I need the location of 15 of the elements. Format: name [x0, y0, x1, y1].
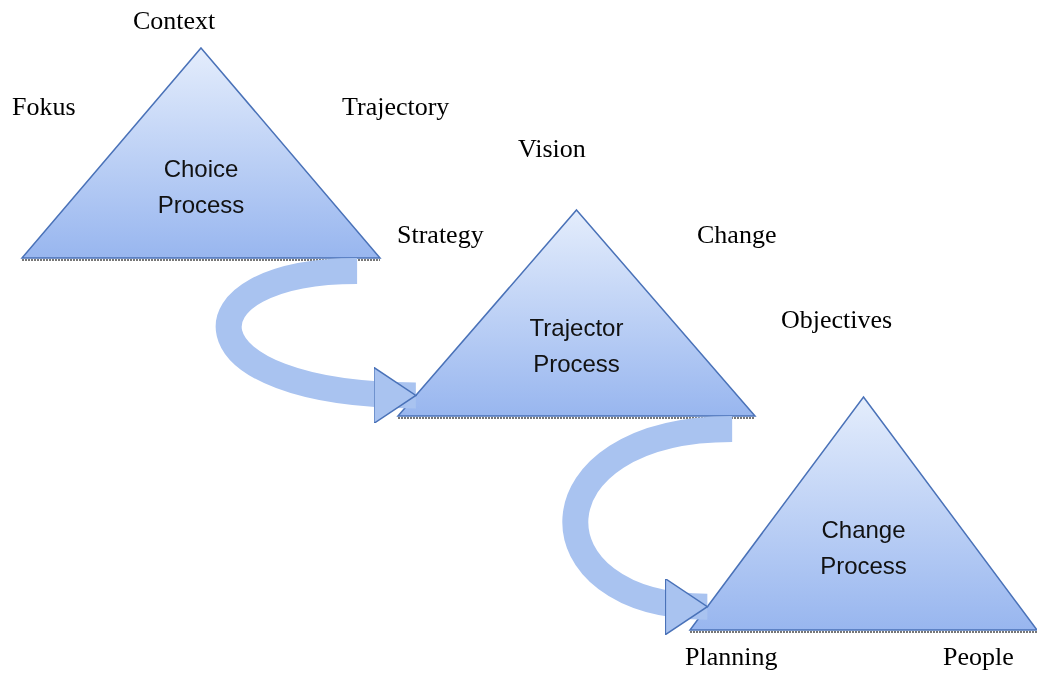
process-label: Choice Process	[156, 154, 246, 220]
process-label: Change Process	[819, 515, 908, 581]
process-label: Trajector Process	[528, 313, 625, 379]
side-label: Fokus	[12, 92, 76, 122]
curved-arrow	[216, 258, 417, 423]
side-label: Trajectory	[342, 92, 450, 122]
side-label: Strategy	[397, 220, 484, 250]
side-label: Change	[697, 220, 777, 250]
side-label: Objectives	[781, 305, 893, 335]
side-label: Vision	[518, 134, 586, 164]
curved-arrow	[562, 416, 734, 632]
side-label: Planning	[685, 642, 778, 672]
side-label: People	[943, 642, 1014, 672]
process-triangle	[690, 397, 1037, 630]
side-label: Context	[133, 6, 216, 36]
